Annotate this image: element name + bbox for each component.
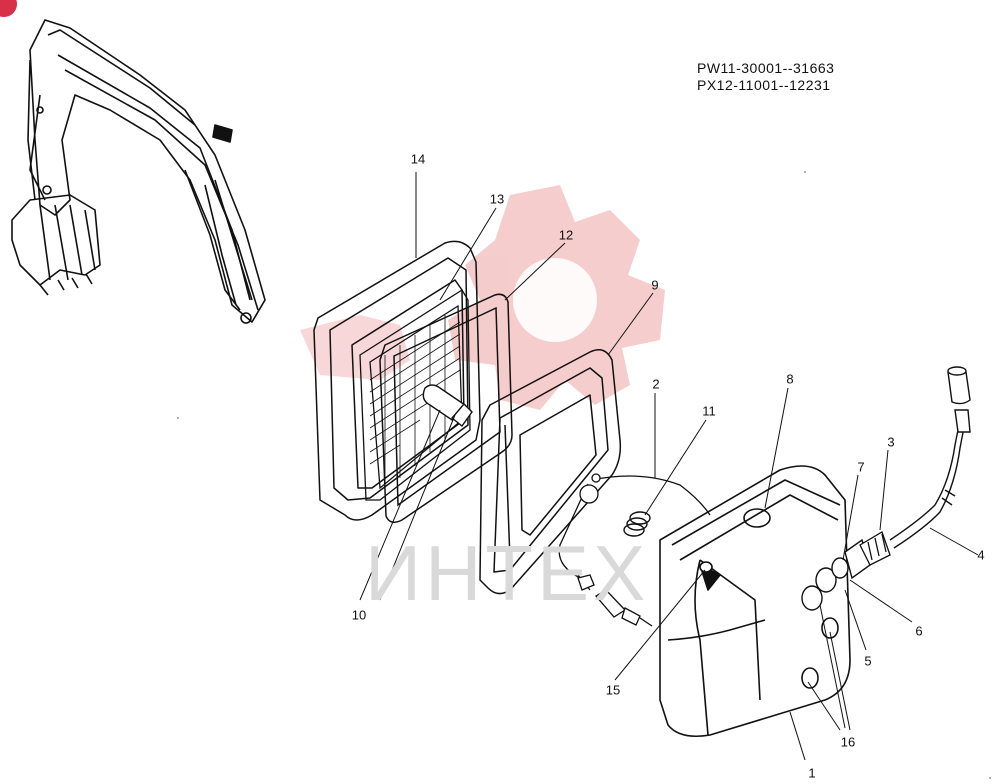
watermark-text: ИНТЕХ xyxy=(365,529,650,617)
callout-3: 3 xyxy=(887,434,895,450)
part-1-housing xyxy=(659,465,851,738)
callout-11: 11 xyxy=(702,403,716,419)
callout-13: 13 xyxy=(489,191,505,207)
corner-badge-icon xyxy=(0,0,17,17)
part-10-bulb xyxy=(422,384,473,428)
scan-specks xyxy=(177,171,991,779)
excavator-boom-icon xyxy=(11,19,266,324)
part-9-reflector xyxy=(479,349,622,595)
callout-12: 12 xyxy=(558,227,574,243)
serial-range-2: PX12-11001--12231 xyxy=(697,77,831,93)
callout-8: 8 xyxy=(786,371,794,387)
part-4-cable xyxy=(889,366,971,549)
callout-1: 1 xyxy=(808,765,816,781)
callout-4: 4 xyxy=(977,547,985,563)
callout-6: 6 xyxy=(915,623,923,639)
serial-range-1: PW11-30001--31663 xyxy=(697,60,835,76)
callout-16: 16 xyxy=(840,734,856,750)
part-5-7-socket xyxy=(801,538,871,611)
leader-lines xyxy=(359,172,979,761)
callout-5: 5 xyxy=(864,653,872,669)
watermark-gear-logo xyxy=(300,185,665,410)
part-11-spring xyxy=(623,511,651,537)
callout-9: 9 xyxy=(651,277,659,293)
part-3-boot xyxy=(859,531,891,566)
callout-2: 2 xyxy=(652,376,660,392)
watermark-gear-hole xyxy=(513,258,597,342)
callout-14: 14 xyxy=(410,151,426,167)
callout-10: 10 xyxy=(351,607,367,623)
callout-15: 15 xyxy=(605,682,621,698)
callout-7: 7 xyxy=(857,459,865,475)
part-2-wire-harness xyxy=(558,473,711,627)
